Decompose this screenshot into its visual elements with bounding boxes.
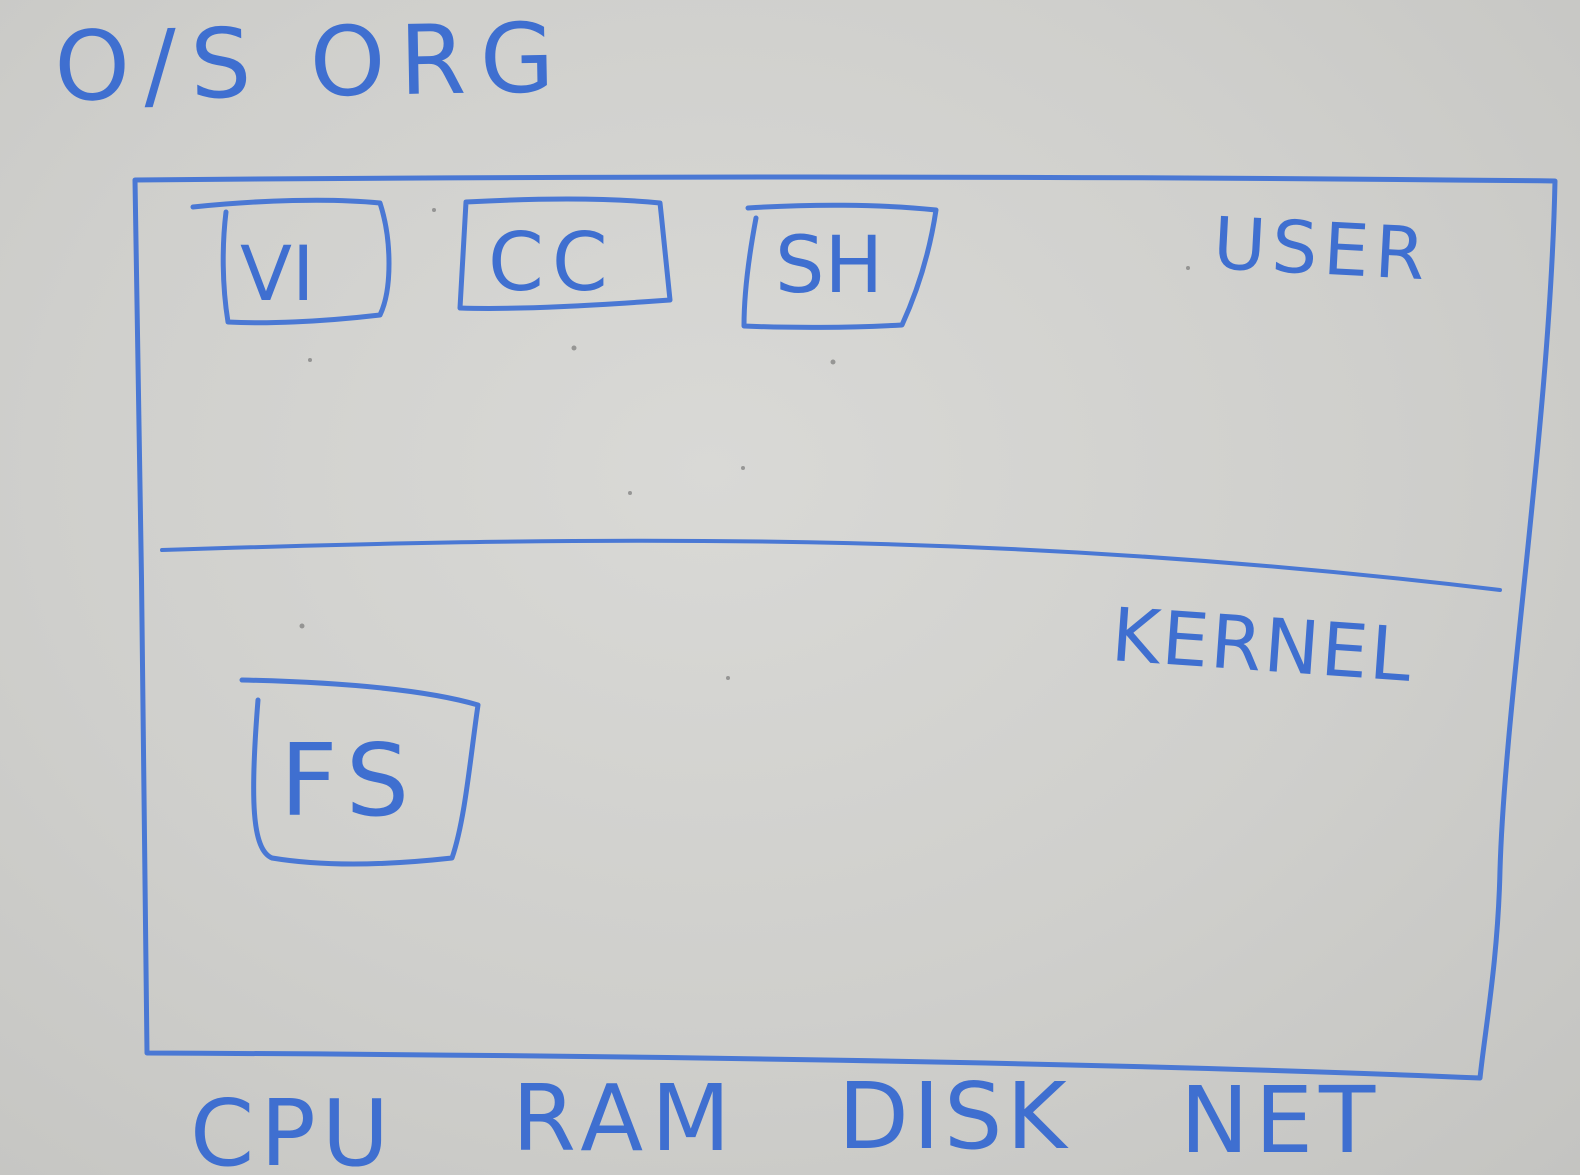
board-speck — [432, 208, 436, 212]
program-box-cc-outline — [457, 196, 673, 311]
program-box-sh: SH — [741, 202, 939, 330]
program-box-cc: CC — [457, 196, 673, 311]
board-speck — [571, 345, 577, 351]
program-label-vi: VI — [240, 229, 314, 318]
board-speck — [741, 466, 745, 470]
kernel-component-fs: FS — [239, 677, 481, 867]
board-speck — [830, 359, 836, 365]
hardware-label-ram: RAM — [512, 1065, 739, 1172]
program-label-sh: SH — [775, 221, 883, 311]
diagram-title: O/S ORG — [53, 2, 569, 123]
hardware-label-net: NET — [1180, 1067, 1381, 1174]
program-box-vi-outline — [190, 197, 392, 326]
program-box-vi: VI — [190, 197, 392, 326]
board-speck — [1186, 266, 1190, 270]
hardware-label-cpu: CPU — [190, 1080, 395, 1175]
board-speck — [308, 358, 312, 362]
board-speck — [299, 623, 305, 629]
program-label-cc: CC — [488, 216, 616, 309]
user-layer-label: USER — [1211, 201, 1433, 296]
kernel-component-fs-outline — [239, 677, 481, 867]
board-speck — [726, 676, 730, 680]
user-kernel-divider — [160, 538, 1502, 592]
kernel-component-label-fs: FS — [280, 722, 419, 839]
board-speck — [628, 491, 632, 495]
hardware-label-disk: DISK — [838, 1063, 1071, 1170]
kernel-layer-label: KERNEL — [1109, 592, 1416, 699]
os-outer-box — [132, 174, 1558, 1081]
program-box-sh-outline — [741, 202, 939, 330]
